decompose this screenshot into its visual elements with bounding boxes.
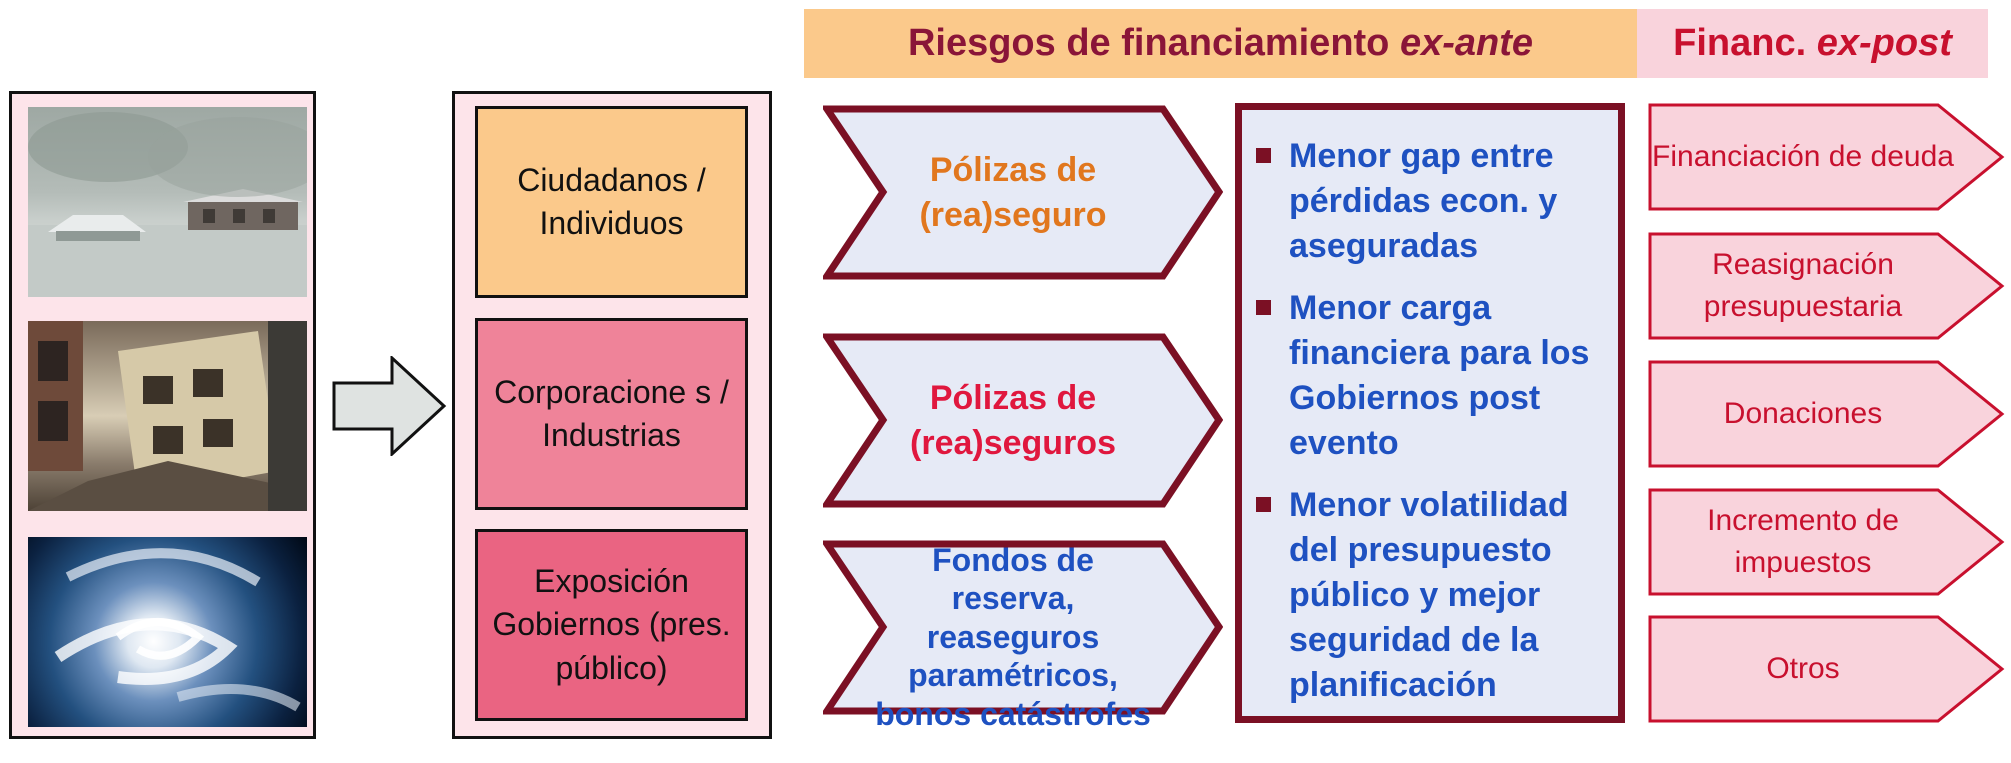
benefit-item: Menor gap entre pérdidas econ. y asegura… [1256,134,1604,270]
chevron-label: Pólizas de (rea)seguro [919,151,1107,234]
chevron-label: Fondos de reserva, reaseguros paramétric… [875,542,1151,732]
ex-post-header: Financ. ex-post [1637,9,1988,78]
square-bullet-icon [1256,148,1271,163]
ex-post-label: Financiación de deuda [1652,140,1954,173]
ex-post-label: Otros [1766,652,1840,685]
benefits-box: Menor gap entre pérdidas econ. y asegura… [1235,103,1625,723]
category-individuals: Ciudadanos / Individuos [475,106,748,298]
square-bullet-icon [1256,299,1271,315]
chevron-insurance-policies: Pólizas de (rea)seguro [823,105,1223,280]
ex-post-tax-increase: Incremento de impuestos [1648,488,2005,596]
ex-post-label: Reasignación presupuestaria [1703,248,1903,323]
hurricane-satellite-photo [28,537,307,727]
category-governments: Exposición Gobiernos (pres. público) [475,529,748,721]
chevron-label: Pólizas de (rea)seguros [910,379,1116,462]
ex-ante-header-text: Riesgos de financiamiento [907,22,1390,64]
ex-post-header-text: Financ. [1673,22,1807,64]
chevron-reserve-funds: Fondos de reserva, reaseguros paramétric… [823,540,1223,732]
ex-ante-header: Riesgos de financiamiento ex-ante [804,9,1637,78]
ex-post-header-italic: ex-post [1816,22,1952,64]
square-bullet-icon [1256,496,1271,512]
ex-ante-header-italic: ex-ante [1399,22,1534,64]
flood-photo [28,107,307,297]
ex-post-label: Donaciones [1723,397,1883,430]
benefit-item: Menor carga financiera para los Gobierno… [1256,286,1604,467]
right-arrow-icon [332,356,447,456]
ex-post-debt-financing: Financiación de deuda [1648,103,2005,211]
ex-post-label: Incremento de impuestos [1707,504,1899,579]
chevron-reinsurance-policies: Pólizas de (rea)seguros [823,333,1223,508]
benefit-item: Menor volatilidad del presupuesto públic… [1256,483,1604,709]
benefit-text: Menor volatilidad del presupuesto públic… [1289,485,1569,705]
ex-post-others: Otros [1648,615,2005,723]
benefit-text: Menor carga financiera para los Gobierno… [1289,288,1590,463]
earthquake-building-photo [28,321,307,511]
category-corporations: Corporacione s / Industrias [475,318,748,510]
exposure-categories-panel: Ciudadanos / Individuos Corporacione s /… [452,91,772,739]
benefit-text: Menor gap entre pérdidas econ. y asegura… [1289,137,1558,266]
hazard-photos-panel [9,91,316,739]
ex-post-donations: Donaciones [1648,360,2005,468]
ex-post-budget-reallocation: Reasignación presupuestaria [1648,232,2005,340]
